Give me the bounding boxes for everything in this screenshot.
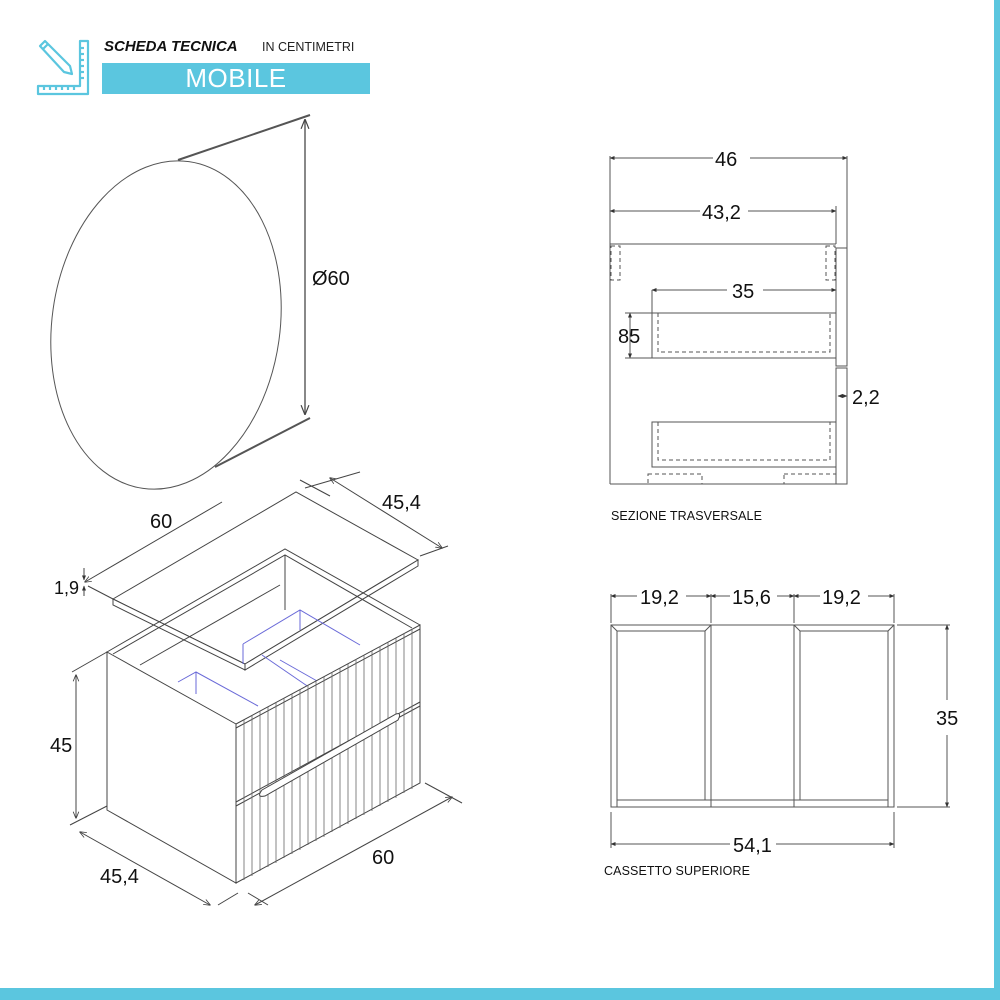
- spec-title: SCHEDA TECNICA: [104, 38, 238, 55]
- base-depth-label: 45,4: [100, 866, 139, 888]
- front-thickness-label: 2,2: [852, 387, 880, 409]
- top-width-label: 60: [150, 511, 172, 533]
- unit-label: IN CENTIMETRI: [262, 40, 355, 54]
- cabinet-isometric-drawing: [69, 471, 463, 905]
- inner-depth-label: 43,2: [702, 202, 741, 224]
- ruler-pencil-icon: [36, 39, 90, 96]
- cross-section-caption: SEZIONE TRASVERSALE: [611, 509, 763, 523]
- drawer-depth-label: 35: [732, 281, 754, 303]
- category-banner: MOBILE: [102, 63, 370, 94]
- drawer-height-label: 85: [618, 326, 640, 348]
- overall-depth-label: 46: [715, 149, 737, 171]
- cabinet-height-label: 45: [50, 735, 72, 757]
- round-mirror-drawing: Ø60: [50, 114, 350, 490]
- top-drawer-drawing: [610, 594, 950, 848]
- mirror-diameter-label: Ø60: [312, 268, 350, 290]
- middle-compartment-width-label: 15,6: [732, 587, 771, 609]
- base-width-label: 60: [372, 847, 394, 869]
- cross-section-drawing: [609, 156, 848, 485]
- top-thickness-label: 1,9: [54, 578, 79, 598]
- right-compartment-width-label: 19,2: [822, 587, 861, 609]
- spec-header: SCHEDA TECNICA IN CENTIMETRI MOBILE: [36, 38, 376, 98]
- page-border-right: [994, 0, 1000, 1000]
- drawer-front-height-label: 35: [936, 708, 958, 730]
- top-depth-label: 45,4: [382, 492, 421, 514]
- top-drawer-caption: CASSETTO SUPERIORE: [604, 864, 751, 878]
- drawer-total-width-label: 54,1: [733, 835, 772, 857]
- page-border-bottom: [0, 988, 1000, 1000]
- left-compartment-width-label: 19,2: [640, 587, 679, 609]
